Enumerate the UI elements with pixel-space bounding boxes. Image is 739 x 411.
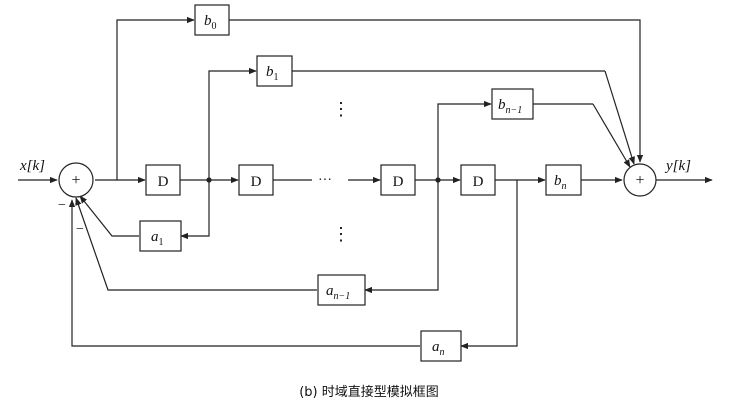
input-signal-label: x[k]	[19, 158, 45, 174]
figure-caption: (b) 时域直接型模拟框图	[299, 384, 439, 400]
delay-label: D	[473, 174, 484, 190]
output-adder-plus-sign: +	[635, 172, 644, 189]
output-adder: +	[623, 163, 657, 197]
delay-block-4: D	[460, 164, 496, 196]
wire-b0-to-output-adder	[229, 19, 644, 163]
delay-label: D	[393, 174, 404, 190]
wire-to-bn1	[437, 100, 492, 180]
gain-a1: a1	[139, 220, 182, 252]
gain-an-1-label: an−1	[326, 283, 350, 302]
input-adder: +	[58, 162, 94, 198]
wire-bn1-to-output-adder	[592, 103, 631, 168]
gain-bn-label: bn	[554, 173, 567, 192]
vertical-ellipsis-bottom: ⋮	[332, 224, 350, 244]
wire-to-an	[460, 180, 518, 350]
wire-a1-to-adder	[79, 195, 139, 237]
gain-an-label: an	[432, 339, 445, 358]
horizontal-ellipsis: ···	[318, 173, 332, 188]
minus-sign-2: −	[76, 222, 84, 237]
delay-block-2: D	[238, 164, 274, 196]
wire-an-to-adder	[68, 199, 420, 347]
delay-label: D	[251, 174, 262, 190]
wire-b1-to-output-adder	[604, 70, 635, 165]
gain-b1: b1	[256, 55, 293, 87]
wire-an1-to-adder	[75, 197, 317, 291]
gain-b0-label: b0	[204, 13, 217, 32]
wire-to-a1	[180, 180, 210, 240]
delay-label: D	[158, 174, 169, 190]
gain-bn: bn	[545, 164, 582, 196]
gain-b0: b0	[194, 4, 230, 36]
vertical-ellipsis-top: ⋮	[332, 99, 350, 119]
gain-an: an	[420, 330, 462, 362]
minus-sign-1: −	[58, 198, 66, 213]
delay-block-1: D	[145, 164, 181, 196]
wire-to-b1	[208, 67, 257, 180]
delay-block-3: D	[380, 164, 416, 196]
gain-an-1: an−1	[317, 274, 366, 306]
wire-to-b0	[116, 16, 195, 180]
wire-to-an1	[364, 180, 439, 294]
gain-bn-1: bn−1	[491, 88, 534, 120]
gain-b1-label: b1	[266, 64, 279, 83]
adder-plus-sign: +	[71, 172, 80, 189]
gain-a1-label: a1	[151, 229, 164, 248]
gain-bn-1-label: bn−1	[498, 97, 522, 116]
output-signal-label: y[k]	[664, 158, 691, 174]
